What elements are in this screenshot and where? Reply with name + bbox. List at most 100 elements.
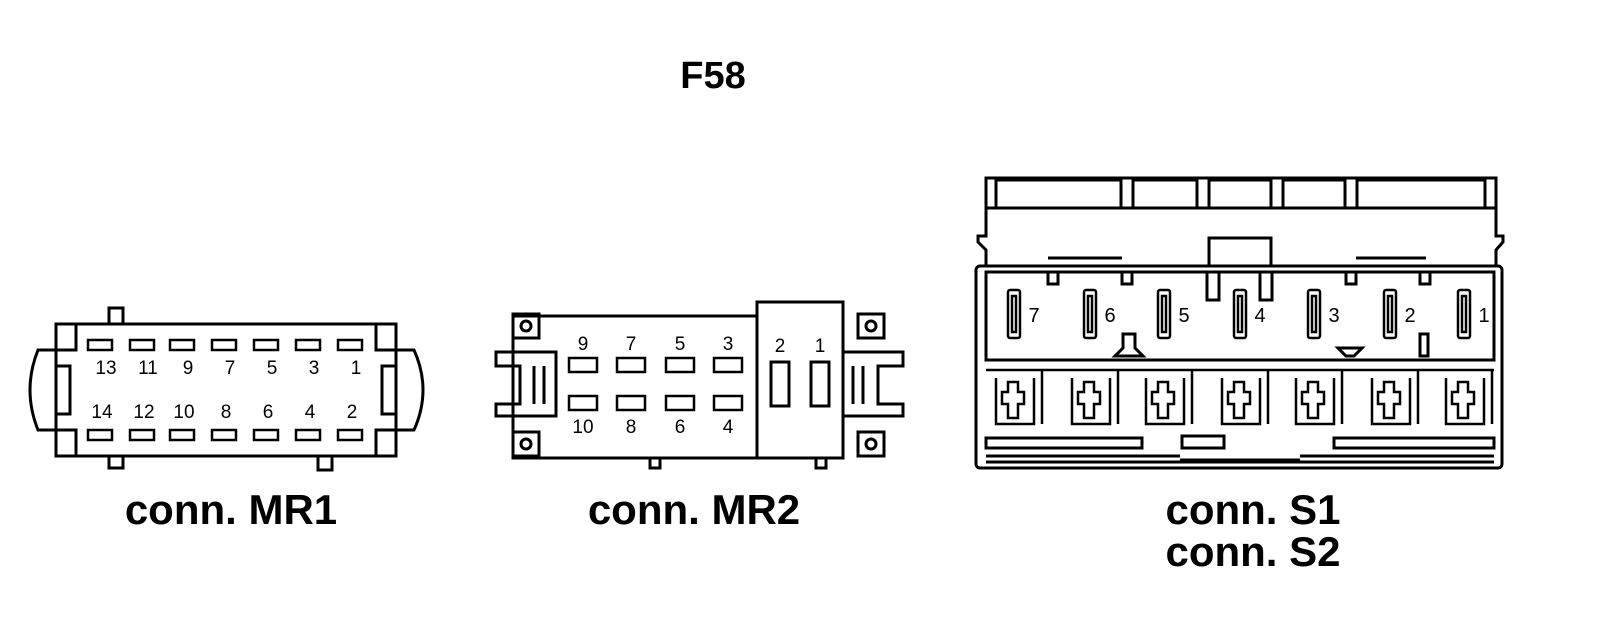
s-pin-label: 1: [1478, 305, 1489, 327]
s-bump: [1046, 270, 1060, 286]
s-top-window: [1207, 178, 1273, 210]
mr2-ear-top-right: [856, 312, 886, 340]
mr1-pin-label: 10: [173, 402, 194, 423]
s-pin-label: 7: [1028, 305, 1039, 327]
mr2-pin-slot: [567, 394, 599, 412]
s-center-block: [1207, 236, 1273, 268]
s-top-window: [1281, 178, 1347, 210]
mr1-pin-slot: [294, 428, 322, 442]
mr2-side-pin-label: 1: [815, 336, 826, 357]
s-bottom-rail: [1180, 434, 1226, 450]
s2-label: conn. S2: [1165, 528, 1340, 575]
mr1-left-inner: [54, 364, 72, 416]
mr2-pin-slot: [664, 394, 696, 412]
mr2-pin-label: 8: [626, 417, 637, 438]
s-pin-slot-inner: [1160, 294, 1168, 334]
mr2-side-pin: [769, 360, 791, 408]
mr2-side-pin-label: 2: [775, 336, 786, 357]
mr1-pin-label: 13: [95, 358, 116, 379]
mr1-pin-label: 1: [351, 358, 362, 379]
s-inner-frame: [984, 270, 1496, 362]
mr1-pin-slot: [168, 338, 196, 352]
s-cavity: [1070, 378, 1112, 426]
mr2-bottom-tab: [814, 456, 828, 470]
mr2-pin-label: 7: [626, 334, 637, 355]
mr1-pin-label: 4: [305, 402, 316, 423]
mr1-pin-slot: [168, 428, 196, 442]
mr1-pin-slot: [210, 428, 238, 442]
mr2-bottom-tab: [648, 456, 662, 470]
s-cavity: [1144, 378, 1186, 426]
mr2-pin-slot: [615, 356, 647, 374]
mr2-pin-slot: [567, 356, 599, 374]
s-cavity: [1220, 378, 1262, 426]
mr1-pin-label: 5: [267, 358, 278, 379]
s-pin-slot-inner: [1310, 294, 1318, 334]
mr1-body: [54, 322, 398, 458]
mr1-pin-slot: [86, 428, 114, 442]
mr2-pin-slot: [712, 394, 744, 412]
s-pin-slot: [1306, 288, 1322, 340]
s-bump: [1344, 270, 1358, 286]
s1-label: conn. S1: [1165, 486, 1340, 533]
mr1-pin-slot: [336, 428, 364, 442]
mr1-left-latch: [28, 348, 56, 432]
mr1-pin-label: 11: [138, 358, 158, 379]
s-cavity-key: [1300, 380, 1326, 420]
mr2-ear-hole: [864, 319, 878, 333]
s-pin-slot-inner: [1086, 294, 1094, 334]
s-bottom-rail: [1332, 436, 1496, 450]
mr1-pin-slot: [128, 428, 156, 442]
mr1-pin-label: 12: [133, 402, 154, 423]
s-pin-slot: [1006, 288, 1022, 340]
s-post: [1111, 332, 1147, 358]
mr2-pin-label: 4: [723, 417, 734, 438]
mr2-pin-label: 5: [675, 334, 686, 355]
mr1-pin-label: 3: [309, 358, 320, 379]
s-top-window: [994, 178, 1123, 210]
diagram-title: F58: [680, 55, 745, 97]
s-pin-label: 3: [1328, 305, 1339, 327]
s-key: [1258, 270, 1274, 302]
s-cavity: [994, 378, 1036, 426]
s-pin-label: 5: [1178, 305, 1189, 327]
s-pin-slot-inner: [1386, 294, 1394, 334]
mr2-pin-label: 10: [572, 417, 593, 438]
mr1-pin-slot: [252, 338, 280, 352]
s-top-window: [1131, 178, 1199, 210]
mr2-pin-label: 9: [578, 334, 589, 355]
mr1-label: conn. MR1: [125, 486, 337, 533]
s-key: [1205, 270, 1221, 302]
mr1-pin-label: 2: [347, 402, 358, 423]
s-cavity-key: [1226, 380, 1252, 420]
s-cavity-key: [1076, 380, 1102, 420]
s-pin-label: 6: [1104, 305, 1115, 327]
connector-mr1: [28, 306, 425, 472]
s-cavity: [1444, 378, 1486, 426]
s-cavity-key: [1450, 380, 1476, 420]
s-pin-label: 2: [1404, 305, 1415, 327]
mr2-ear-bottom-left: [511, 430, 541, 458]
s-pin-slot: [1232, 288, 1248, 340]
mr1-pin-label: 14: [91, 402, 113, 423]
mr1-right-inner: [380, 364, 398, 416]
s-cavity-key: [1376, 380, 1402, 420]
mr1-pin-slot: [210, 338, 238, 352]
mr1-pin-slot: [86, 338, 114, 352]
mr1-pin-slot: [128, 338, 156, 352]
mr2-right-clip: [841, 350, 905, 418]
mr1-pin-slot: [336, 338, 364, 352]
connector-s1-s2: [974, 176, 1505, 470]
mr2-ear-hole: [519, 437, 533, 451]
mr1-pin-label: 8: [221, 402, 232, 423]
s-pin-slot-inner: [1010, 294, 1018, 334]
s-pin-slot: [1156, 288, 1172, 340]
mr2-ear-hole: [864, 437, 878, 451]
mr1-pin-label: 7: [225, 358, 236, 379]
mr2-pin-label: 6: [675, 417, 686, 438]
s-cavity-key: [1150, 380, 1176, 420]
mr1-right-latch: [396, 348, 425, 432]
s-pin-slot: [1456, 288, 1472, 340]
mr2-pin-slot: [615, 394, 647, 412]
